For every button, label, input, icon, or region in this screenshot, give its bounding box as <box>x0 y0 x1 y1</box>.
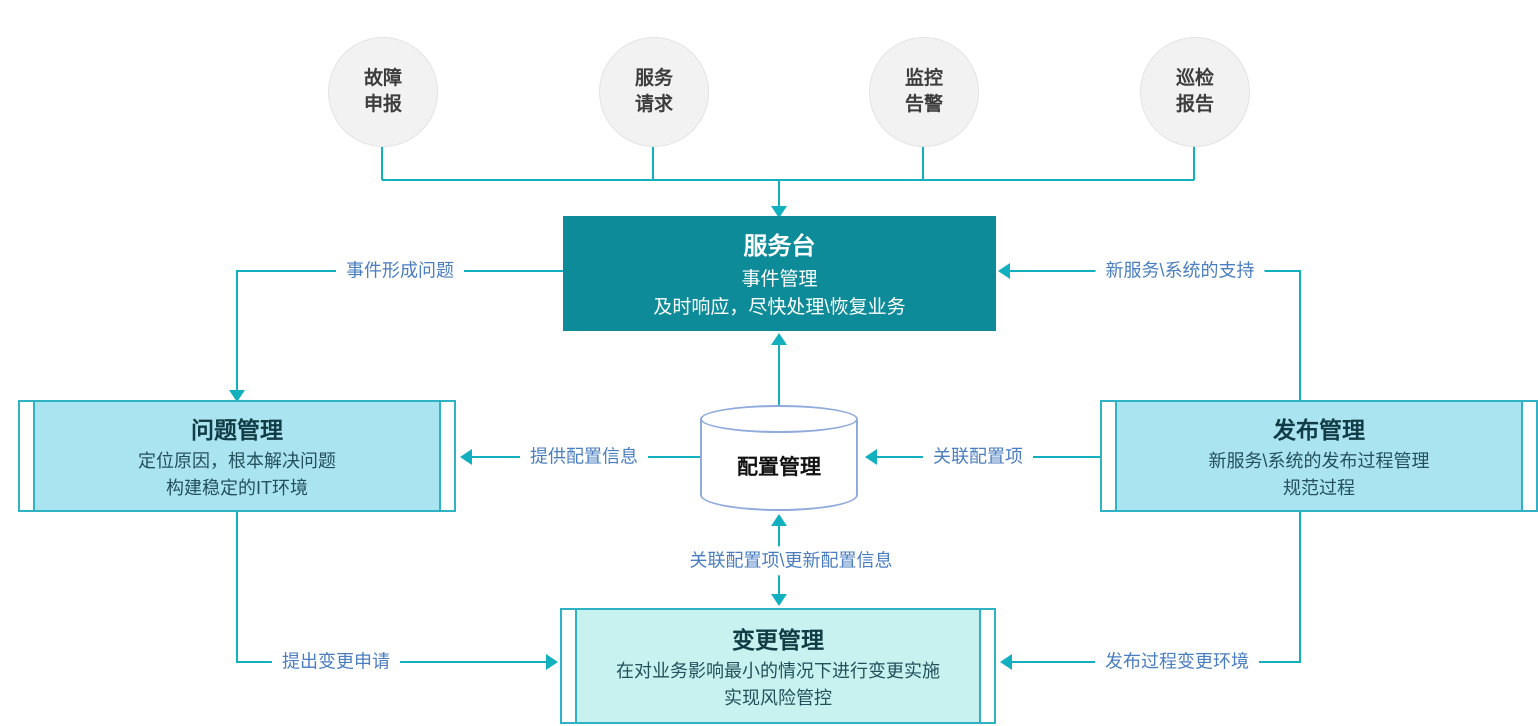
edge-label-provide-config-info: 提供配置信息 <box>520 442 648 472</box>
release-mgmt-title: 发布管理 <box>1273 416 1365 443</box>
edge-label-link-update-config: 关联配置项\更新配置信息 <box>679 546 903 576</box>
change-mgmt-node: 变更管理 在对业务影响最小的情况下进行变更实施 实现风险管控 <box>560 608 996 724</box>
source-node-service-request: 服务 请求 <box>599 37 709 147</box>
cylinder-top-ellipse <box>700 405 858 433</box>
arrowhead-into-change-right <box>1000 654 1012 670</box>
service-desk-node: 服务台 事件管理 及时响应，尽快处理\恢复业务 <box>563 216 996 331</box>
cylinder-body <box>700 419 858 511</box>
service-desk-line2: 及时响应，尽快处理\恢复业务 <box>653 296 906 318</box>
source-label: 巡检 报告 <box>1175 68 1214 115</box>
config-mgmt-title: 配置管理 <box>737 456 821 479</box>
service-desk-title: 服务台 <box>743 232 816 260</box>
arrowhead-into-servicedesk-right <box>998 263 1010 279</box>
predefined-process-bar-left <box>1102 402 1117 510</box>
predefined-process-bar-right <box>439 402 454 510</box>
connector-release-to-servicedesk <box>1010 270 1301 400</box>
problem-mgmt-line2: 构建稳定的IT环境 <box>166 477 308 498</box>
change-mgmt-title: 变更管理 <box>732 626 824 653</box>
connector-problem-to-change <box>236 512 546 663</box>
connector-servicedesk-to-problem <box>236 270 563 390</box>
edge-label-new-service-support: 新服务\系统的支持 <box>1095 256 1265 286</box>
service-desk-line1: 事件管理 <box>741 268 818 290</box>
arrowhead-into-change-left <box>546 654 558 670</box>
problem-mgmt-title: 问题管理 <box>191 416 283 443</box>
release-mgmt-node: 发布管理 新服务\系统的发布过程管理 规范过程 <box>1100 400 1538 512</box>
source-node-fault-report: 故障 申报 <box>328 37 438 147</box>
edge-label-submit-change-request: 提出变更申请 <box>272 647 400 677</box>
edge-label-release-change-env: 发布过程变更环境 <box>1095 647 1259 677</box>
config-mgmt-node: 配置管理 <box>700 405 858 511</box>
connector-sources-trunk <box>381 146 1195 206</box>
change-mgmt-line2: 实现风险管控 <box>724 687 832 708</box>
arrowhead-into-change-top <box>771 594 787 606</box>
problem-mgmt-line1: 定位原因，根本解决问题 <box>138 450 336 471</box>
predefined-process-bar-right <box>979 610 994 722</box>
arrowhead-into-servicedesk-top <box>771 206 787 218</box>
release-mgmt-line1: 新服务\系统的发布过程管理 <box>1208 450 1430 471</box>
arrowhead-into-problem-right <box>460 449 472 465</box>
source-label: 故障 申报 <box>363 68 402 115</box>
arrowhead-into-config-bottom <box>771 514 787 526</box>
arrowhead-into-config-right <box>865 449 877 465</box>
change-mgmt-line1: 在对业务影响最小的情况下进行变更实施 <box>616 660 940 681</box>
problem-mgmt-node: 问题管理 定位原因，根本解决问题 构建稳定的IT环境 <box>18 400 456 512</box>
arrowhead-into-problem-top <box>229 390 245 402</box>
edge-label-link-config-item: 关联配置项 <box>923 442 1033 472</box>
source-node-monitor-alert: 监控 告警 <box>869 37 979 147</box>
predefined-process-bar-right <box>1521 402 1536 510</box>
source-label: 服务 请求 <box>634 68 673 115</box>
connector-release-to-change <box>1012 512 1301 663</box>
source-node-inspection-report: 巡检 报告 <box>1140 37 1250 147</box>
predefined-process-bar-left <box>562 610 577 722</box>
arrowhead-into-servicedesk-bottom <box>771 333 787 345</box>
source-label: 监控 告警 <box>904 68 943 115</box>
release-mgmt-line2: 规范过程 <box>1283 477 1355 498</box>
edge-label-incident-to-problem: 事件形成问题 <box>336 256 464 286</box>
predefined-process-bar-left <box>20 402 35 510</box>
